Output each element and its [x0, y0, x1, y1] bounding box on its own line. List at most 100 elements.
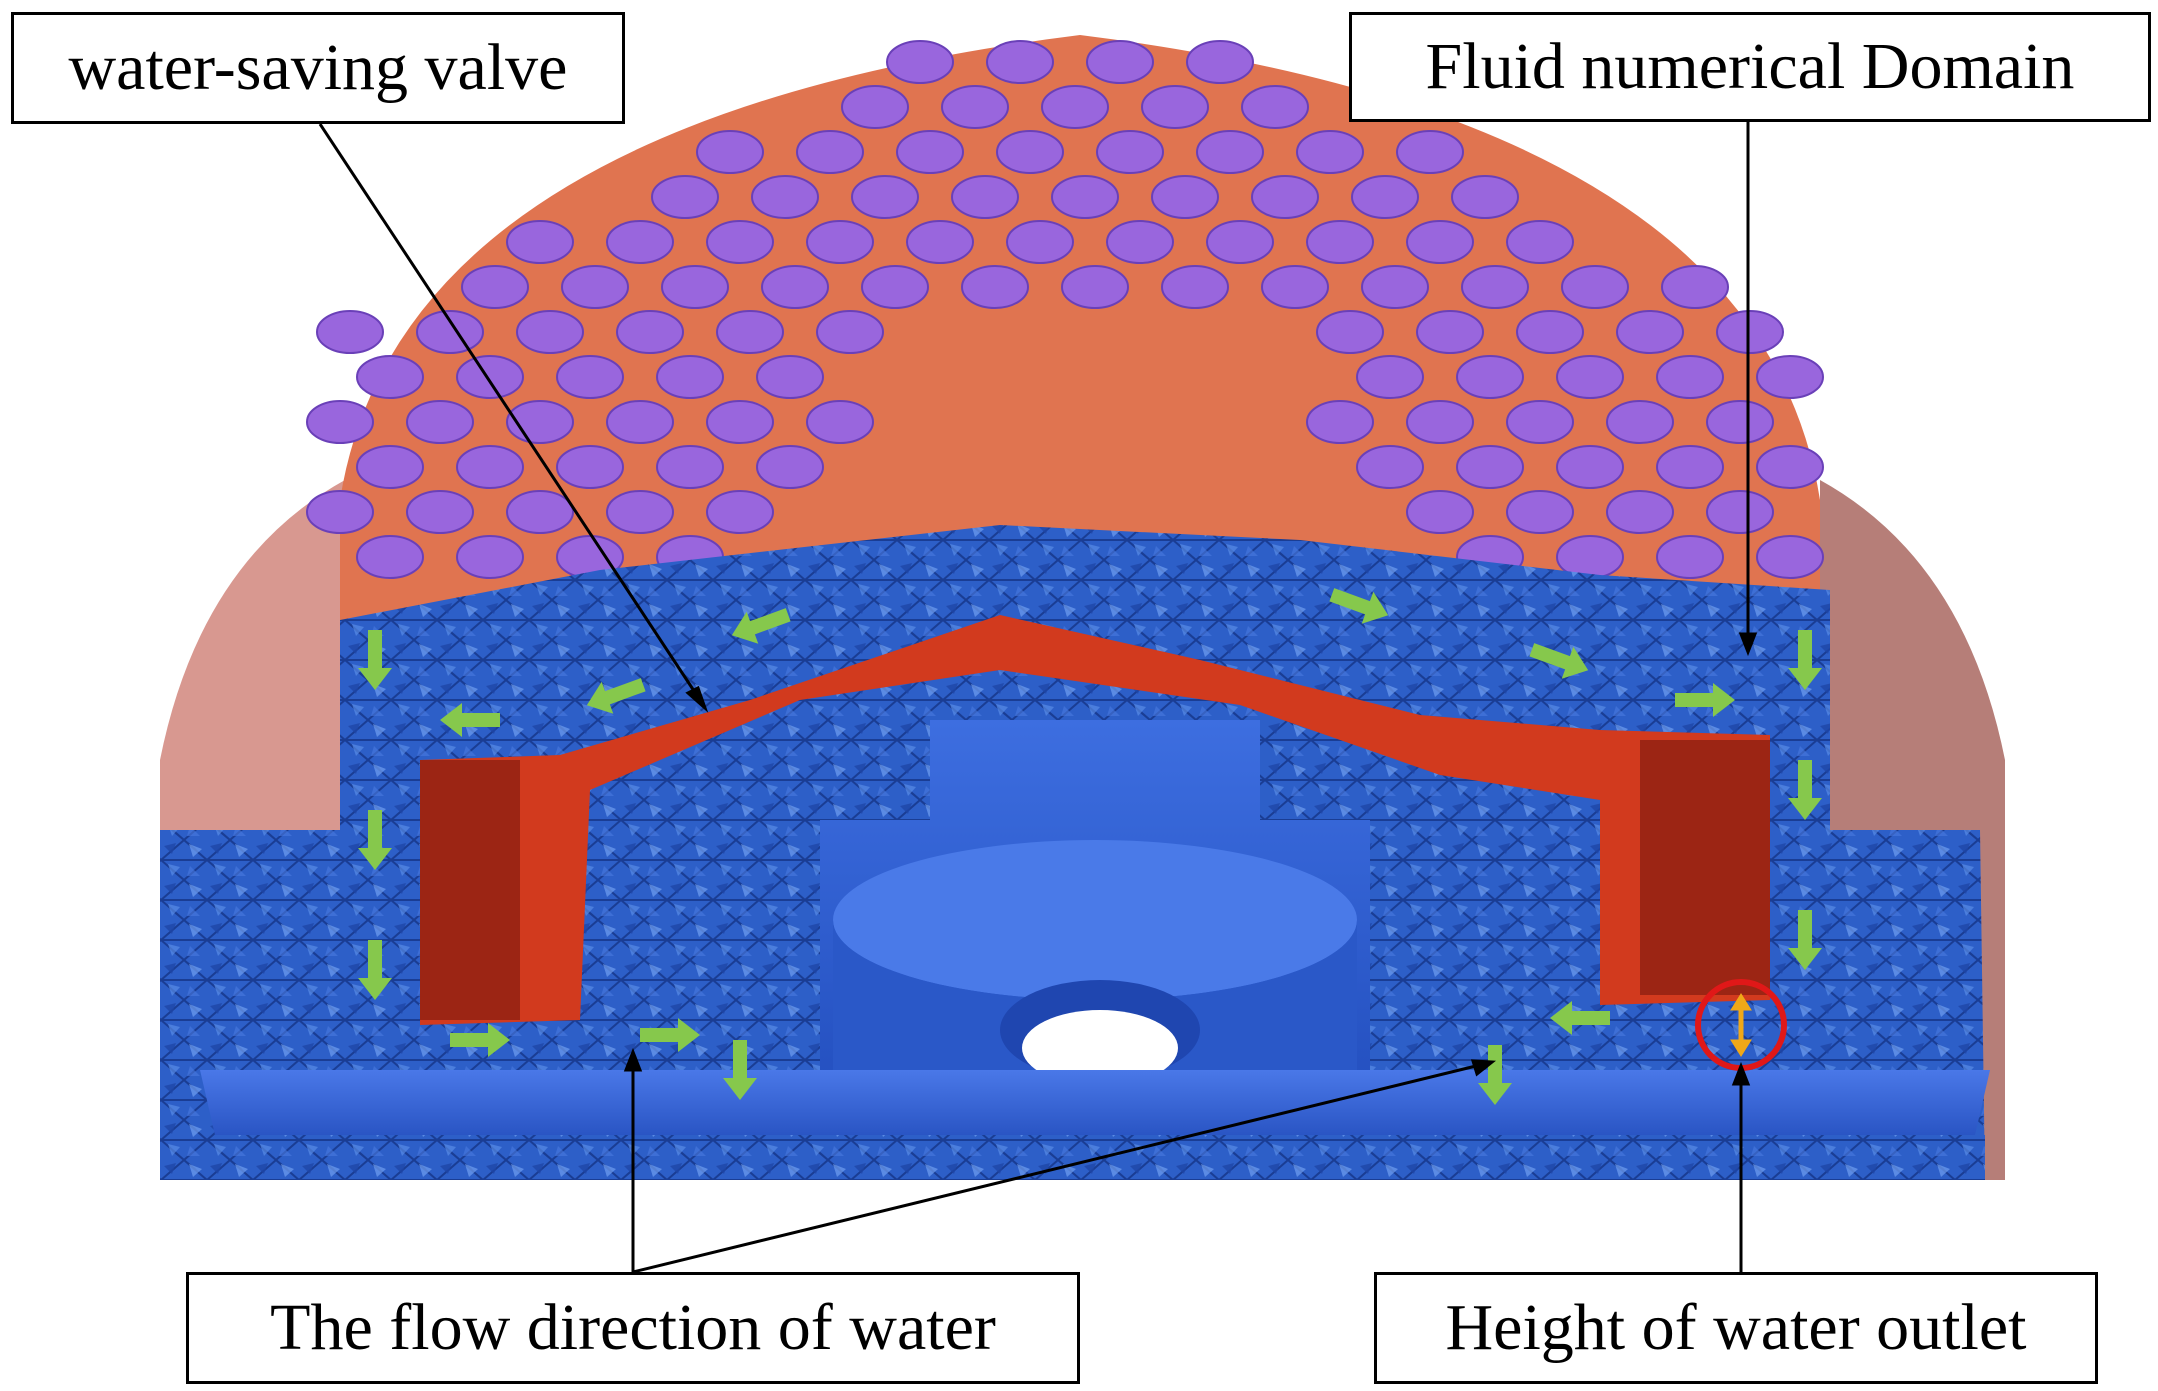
nozzle-hole — [1356, 445, 1424, 489]
nozzle-hole — [941, 85, 1009, 129]
nozzle-hole — [1506, 220, 1574, 264]
nozzle-hole — [661, 265, 729, 309]
nozzle-hole — [1661, 265, 1729, 309]
nozzle-hole — [756, 445, 824, 489]
nozzle-hole — [456, 445, 524, 489]
nozzle-hole — [1141, 85, 1209, 129]
nozzle-hole — [456, 355, 524, 399]
nozzle-hole — [1061, 265, 1129, 309]
nozzle-hole — [716, 310, 784, 354]
nozzle-hole — [1096, 130, 1164, 174]
nozzle-hole — [516, 310, 584, 354]
nozzle-hole — [1086, 40, 1154, 84]
callout-label: Fluid numerical Domain — [1425, 30, 2075, 103]
flow-arrow-icon — [1329, 588, 1389, 624]
nozzle-hole — [1406, 400, 1474, 444]
nozzle-hole — [1151, 175, 1219, 219]
nozzle-hole — [306, 490, 374, 534]
flow-arrow-icon — [358, 630, 392, 690]
nozzle-hole — [1361, 265, 1429, 309]
callout-label: Height of water outlet — [1445, 1291, 2027, 1364]
nozzle-hole — [1656, 445, 1724, 489]
callout-outlet-height: Height of water outlet — [1374, 1272, 2098, 1384]
callout-fluid-domain: Fluid numerical Domain — [1349, 12, 2151, 122]
nozzle-hole — [1706, 400, 1774, 444]
flow-arrow-icon — [731, 608, 791, 644]
bottom-plate-edge — [170, 1135, 1985, 1180]
nozzle-hole — [1051, 175, 1119, 219]
nozzle-hole — [1616, 310, 1684, 354]
nozzle-hole — [706, 400, 774, 444]
nozzle-hole — [1041, 85, 1109, 129]
flow-arrow-icon — [1478, 1045, 1512, 1105]
nozzle-hole — [996, 130, 1064, 174]
nozzle-hole — [1161, 265, 1229, 309]
nozzle-hole — [316, 310, 384, 354]
nozzle-hole — [1756, 535, 1824, 579]
nozzle-hole — [1506, 490, 1574, 534]
nozzle-hole — [1516, 310, 1584, 354]
nozzle-hole — [1416, 310, 1484, 354]
nozzle-hole — [416, 310, 484, 354]
nozzle-hole — [556, 355, 624, 399]
nozzle-hole — [816, 310, 884, 354]
nozzle-hole — [1456, 355, 1524, 399]
nozzle-hole — [1196, 130, 1264, 174]
callout-label: water-saving valve — [68, 31, 568, 104]
flow-arrow-icon — [450, 1023, 510, 1057]
flow-arrow-icon — [1788, 910, 1822, 970]
nozzle-hole — [606, 400, 674, 444]
flow-arrow-icon — [1675, 683, 1735, 717]
valve-body-shade — [420, 760, 520, 1020]
nozzle-hole — [1306, 220, 1374, 264]
flow-arrow-group — [358, 588, 1822, 1105]
nozzle-hole — [1106, 220, 1174, 264]
nozzle-hole — [951, 175, 1019, 219]
nozzle-hole — [606, 490, 674, 534]
leader-lines — [318, 122, 1758, 1274]
nozzle-hole — [356, 445, 424, 489]
nozzle-hole — [456, 535, 524, 579]
nozzle-hole — [656, 355, 724, 399]
nozzle-hole — [1316, 310, 1384, 354]
height-double-arrow-icon — [1730, 993, 1752, 1057]
nozzle-hole — [806, 220, 874, 264]
flow-arrow-icon — [358, 940, 392, 1000]
flow-arrow-icon — [1529, 643, 1589, 679]
nozzle-hole — [751, 175, 819, 219]
nozzle-hole — [561, 265, 629, 309]
nozzle-hole — [1556, 445, 1624, 489]
nozzle-hole — [356, 355, 424, 399]
nozzle-hole — [861, 265, 929, 309]
nozzle-hole — [651, 175, 719, 219]
nozzle-hole — [1351, 175, 1419, 219]
nozzle-hole — [761, 265, 829, 309]
nozzle-hole — [706, 220, 774, 264]
nozzle-hole — [756, 355, 824, 399]
leader-valve — [318, 123, 702, 701]
nozzle-hole — [1706, 490, 1774, 534]
nozzle-hole — [1296, 130, 1364, 174]
nozzle-hole — [1716, 310, 1784, 354]
leader-flow-b — [632, 1063, 1481, 1274]
flow-arrow-icon — [1550, 1001, 1610, 1035]
nozzle-hole — [1456, 445, 1524, 489]
nozzle-hole — [306, 400, 374, 444]
nozzle-hole — [1756, 445, 1824, 489]
nozzle-hole — [806, 400, 874, 444]
nozzle-hole — [1356, 355, 1424, 399]
nozzle-hole — [1406, 490, 1474, 534]
callout-water-saving-valve: water-saving valve — [11, 12, 625, 124]
nozzle-hole — [1251, 175, 1319, 219]
nozzle-hole — [841, 85, 909, 129]
callout-flow-direction: The flow direction of water — [186, 1272, 1080, 1384]
hub-top-face — [833, 840, 1357, 1000]
nozzle-hole — [406, 490, 474, 534]
nozzle-hole — [1006, 220, 1074, 264]
nozzle-hole — [556, 445, 624, 489]
nozzle-hole — [796, 130, 864, 174]
nozzle-hole — [986, 40, 1054, 84]
nozzle-hole — [1451, 175, 1519, 219]
nozzle-hole — [606, 220, 674, 264]
